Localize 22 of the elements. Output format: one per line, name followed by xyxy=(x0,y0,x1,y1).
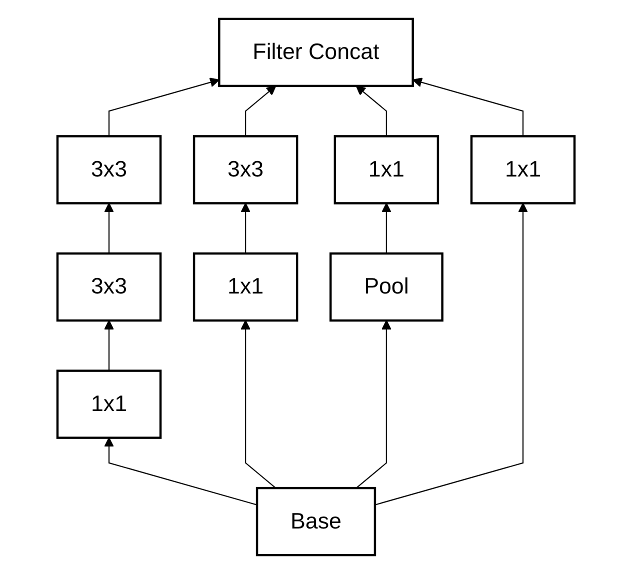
arrow xyxy=(412,78,524,136)
node-box: Filter Concat xyxy=(218,18,414,88)
node-box: 3x3 xyxy=(56,135,162,204)
arrow xyxy=(240,320,276,488)
arrow xyxy=(356,86,387,136)
node-box: 1x1 xyxy=(470,135,576,204)
node-box: 1x1 xyxy=(192,252,298,322)
node-box: Pool xyxy=(329,252,444,322)
arrow xyxy=(104,320,114,371)
arrow xyxy=(104,437,258,506)
arrow xyxy=(356,320,392,488)
arrow xyxy=(104,202,114,254)
arrow xyxy=(245,86,276,136)
arrow xyxy=(240,202,250,254)
node-box: 3x3 xyxy=(192,135,298,204)
node-box: Base xyxy=(256,486,376,556)
node-box: 1x1 xyxy=(56,370,162,439)
arrow xyxy=(382,202,392,254)
node-box: 3x3 xyxy=(56,252,162,322)
arrow xyxy=(374,202,528,506)
arrow xyxy=(108,78,220,136)
node-box: 1x1 xyxy=(334,135,440,204)
